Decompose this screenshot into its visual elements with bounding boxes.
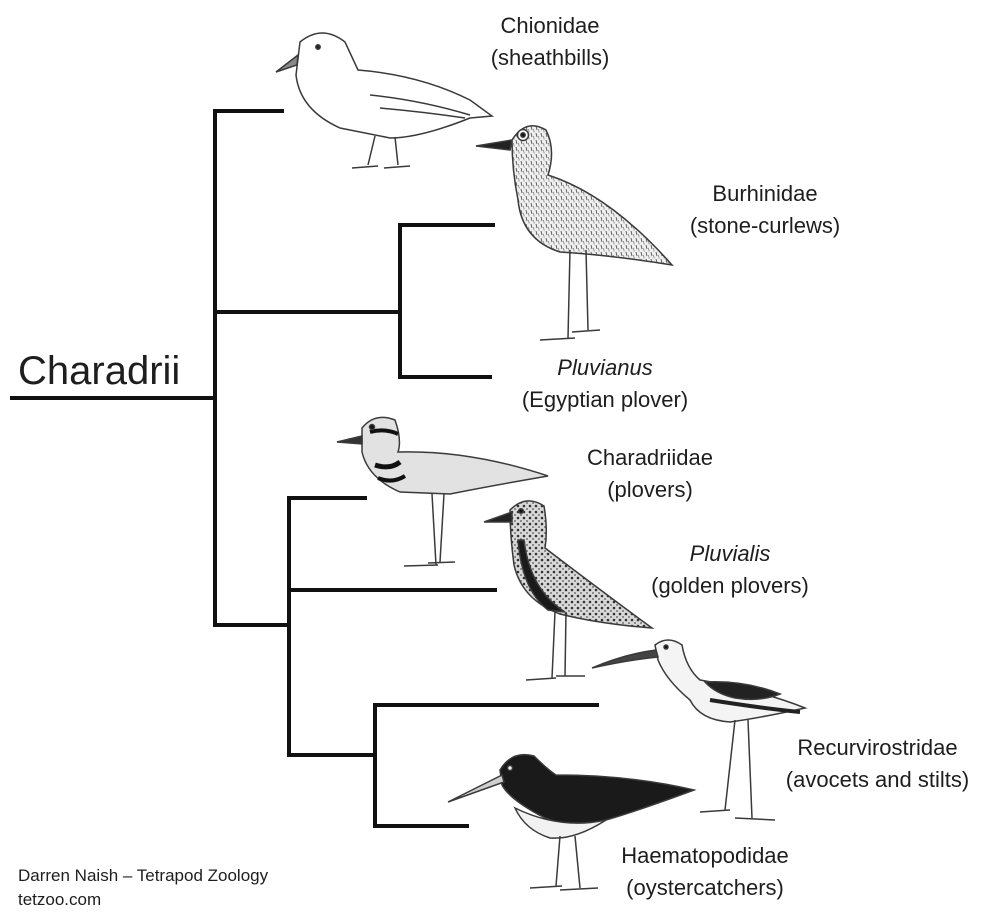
stone-curlew-icon bbox=[475, 125, 674, 341]
taxon-common-name: (golden plovers) bbox=[651, 573, 809, 598]
taxon-common-name: (Egyptian plover) bbox=[521, 387, 689, 412]
taxon-name: Burhinidae bbox=[712, 181, 818, 206]
credit-author: Darren Naish – Tetrapod Zoology bbox=[18, 866, 269, 885]
taxon-common-name: (stone-curlews) bbox=[689, 213, 841, 238]
avocet-icon bbox=[591, 639, 808, 821]
taxon-label-pluvialis: Pluvialis (golden plovers) bbox=[625, 538, 835, 602]
taxon-label-charadriidae: Charadriidae (plovers) bbox=[560, 442, 740, 506]
credit-website: tetzoo.com bbox=[18, 890, 102, 909]
oystercatcher-icon bbox=[447, 753, 697, 891]
taxon-name: Pluvianus bbox=[557, 355, 653, 380]
credit: Darren Naish – Tetrapod Zoology tetzoo.c… bbox=[18, 864, 268, 912]
taxon-label-pluvianus: Pluvianus (Egyptian plover) bbox=[505, 352, 705, 416]
tree-branches bbox=[10, 109, 599, 828]
taxon-label-burhinidae: Burhinidae (stone-curlews) bbox=[665, 178, 865, 242]
taxon-common-name: (oystercatchers) bbox=[626, 875, 784, 900]
sheathbill-icon bbox=[275, 32, 495, 169]
taxon-common-name: (sheathbills) bbox=[490, 45, 610, 70]
golden-plover-icon bbox=[483, 500, 655, 681]
taxon-name: Recurvirostridae bbox=[797, 735, 958, 760]
taxon-common-name: (plovers) bbox=[607, 477, 693, 502]
taxon-name: Chionidae bbox=[500, 13, 600, 38]
taxon-common-name: (avocets and stilts) bbox=[785, 767, 970, 792]
taxon-label-recurvirostridae: Recurvirostridae (avocets and stilts) bbox=[765, 732, 990, 796]
root-label: Charadrii bbox=[18, 349, 181, 393]
taxon-name: Pluvialis bbox=[689, 541, 771, 566]
taxon-label-chionidae: Chionidae (sheathbills) bbox=[470, 10, 630, 74]
taxon-name: Haematopodidae bbox=[621, 843, 789, 868]
taxon-label-haematopodidae: Haematopodidae (oystercatchers) bbox=[600, 840, 810, 904]
taxon-name: Charadriidae bbox=[587, 445, 713, 470]
killdeer-icon bbox=[336, 416, 549, 567]
